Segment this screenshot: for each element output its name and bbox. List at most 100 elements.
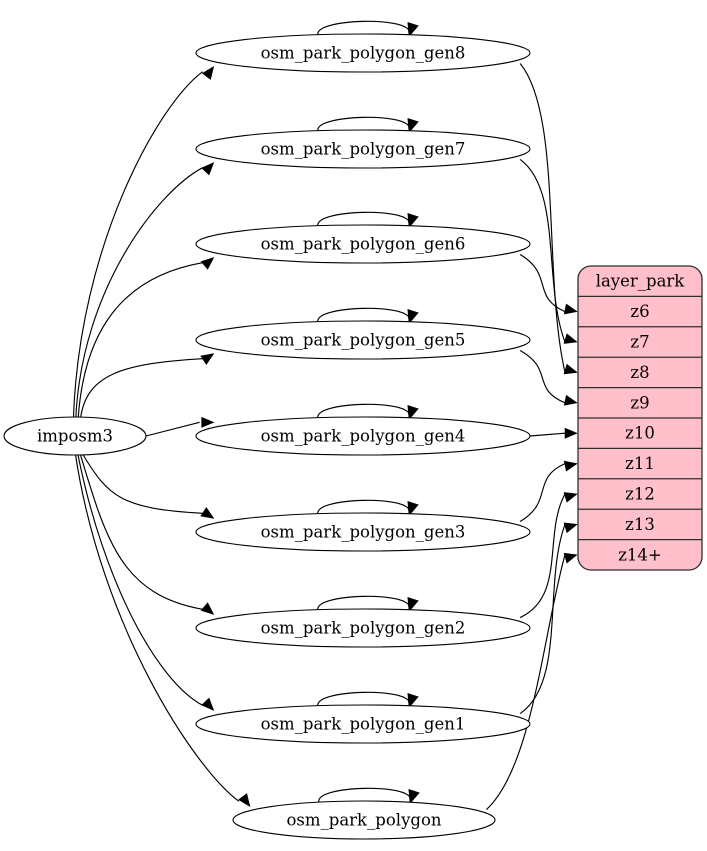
node-label: osm_park_polygon_gen2 bbox=[261, 619, 466, 638]
layer-park-row-z8[interactable]: z8 bbox=[630, 363, 649, 382]
node-imposm3[interactable]: imposm3 bbox=[3, 416, 147, 456]
edge-imposm3-to-osm_park_polygon_gen7 bbox=[75, 167, 203, 419]
node-osm_park_polygon_gen8[interactable]: osm_park_polygon_gen8 bbox=[195, 33, 531, 73]
edge-arrowhead bbox=[407, 501, 419, 517]
node-shape-ellipse bbox=[195, 224, 531, 264]
edge-arrowhead bbox=[201, 66, 215, 80]
edge-arrowhead bbox=[407, 693, 419, 709]
edge-osm_park_polygon_gen6-to-z6 bbox=[519, 253, 566, 313]
layer-park-table[interactable]: layer_park z6 z7 z8 z9 z10 z11 z12 z13 z14+ bbox=[577, 265, 703, 571]
self-loop-osm_park_polygon_gen3 bbox=[317, 499, 410, 515]
self-loop-osm_park_polygon_gen1 bbox=[317, 691, 410, 707]
edge-arrowhead bbox=[407, 309, 419, 325]
edge-arrowhead bbox=[200, 602, 215, 615]
node-shape-ellipse bbox=[195, 33, 531, 73]
node-shape-ellipse bbox=[3, 416, 147, 456]
edge-arrowhead bbox=[238, 793, 251, 807]
edge-arrowhead bbox=[201, 697, 215, 711]
edge-imposm3-to-osm_park_polygon_gen2 bbox=[79, 453, 203, 610]
edge-osm_park_polygon_gen1-to-z13 bbox=[519, 524, 566, 715]
node-shape-ellipse bbox=[195, 512, 531, 552]
node-osm_park_polygon_gen1[interactable]: osm_park_polygon_gen1 bbox=[195, 704, 531, 744]
node-shape-ellipse bbox=[195, 320, 531, 360]
edge-arrowhead bbox=[200, 353, 215, 365]
edge-arrowhead bbox=[407, 118, 419, 134]
edge-imposm3-to-osm_park_polygon_gen8 bbox=[72, 71, 203, 419]
layer-park-row-z10[interactable]: z10 bbox=[625, 424, 655, 443]
edge-imposm3-to-osm_park_polygon bbox=[74, 453, 240, 802]
edge-osm_park_polygon-to-z14+ bbox=[486, 554, 566, 810]
edge-osm_park_polygon_gen2-to-z12 bbox=[519, 493, 566, 619]
edge-arrowhead bbox=[407, 213, 419, 229]
node-osm_park_polygon_gen4[interactable]: osm_park_polygon_gen4 bbox=[195, 416, 531, 456]
layer-park-row-z9[interactable]: z9 bbox=[630, 393, 649, 412]
edge-group-self-loops bbox=[317, 20, 420, 805]
edge-arrowhead bbox=[563, 303, 578, 315]
edge-arrowhead bbox=[407, 597, 419, 613]
node-osm_park_polygon[interactable]: osm_park_polygon bbox=[232, 800, 496, 840]
edge-imposm3-to-osm_park_polygon_gen3 bbox=[82, 453, 203, 514]
edge-arrowhead bbox=[407, 22, 419, 38]
layer-park-row-z13[interactable]: z13 bbox=[625, 515, 655, 534]
node-label: osm_park_polygon_gen5 bbox=[261, 331, 466, 350]
self-loop-osm_park_polygon_gen6 bbox=[317, 211, 410, 227]
node-shape-ellipse bbox=[232, 800, 496, 840]
node-shape-ellipse bbox=[195, 129, 531, 169]
edge-imposm3-to-osm_park_polygon_gen6 bbox=[77, 262, 203, 419]
edge-osm_park_polygon_gen5-to-z9 bbox=[519, 349, 566, 404]
edge-arrowhead bbox=[563, 363, 578, 375]
edge-arrowhead bbox=[563, 394, 578, 406]
edge-group-source-to-tables bbox=[72, 66, 251, 807]
node-label: imposm3 bbox=[37, 427, 113, 446]
node-label: osm_park_polygon_gen6 bbox=[261, 235, 466, 254]
node-label: osm_park_polygon bbox=[286, 811, 441, 830]
node-osm_park_polygon_gen7[interactable]: osm_park_polygon_gen7 bbox=[195, 129, 531, 169]
layer-park-row-z11[interactable]: z11 bbox=[625, 454, 655, 473]
self-loop-osm_park_polygon_gen4 bbox=[317, 403, 410, 419]
node-label: osm_park_polygon_gen7 bbox=[261, 140, 466, 159]
edge-arrowhead bbox=[563, 492, 578, 503]
edge-arrowhead bbox=[564, 427, 578, 439]
node-osm_park_polygon_gen3[interactable]: osm_park_polygon_gen3 bbox=[195, 512, 531, 552]
edge-group-tables-to-layer bbox=[486, 63, 578, 810]
edge-arrowhead bbox=[201, 162, 215, 176]
edge-arrowhead bbox=[201, 416, 215, 428]
node-label: osm_park_polygon_gen3 bbox=[261, 523, 466, 542]
edge-osm_park_polygon_gen8-to-z8 bbox=[519, 63, 566, 373]
layer-park-row-z6[interactable]: z6 bbox=[630, 302, 649, 321]
layer-park-row-z14+[interactable]: z14+ bbox=[618, 545, 662, 564]
node-group-source: imposm3 bbox=[3, 416, 147, 456]
node-label: osm_park_polygon_gen1 bbox=[261, 715, 466, 734]
node-shape-ellipse bbox=[195, 416, 531, 456]
node-osm_park_polygon_gen2[interactable]: osm_park_polygon_gen2 bbox=[195, 608, 531, 648]
self-loop-osm_park_polygon_gen2 bbox=[317, 595, 410, 611]
self-loop-osm_park_polygon_gen5 bbox=[317, 307, 410, 323]
node-shape-ellipse bbox=[195, 608, 531, 648]
edge-arrowhead bbox=[408, 789, 420, 805]
edge-imposm3-to-osm_park_polygon_gen4 bbox=[145, 421, 200, 437]
node-shape-ellipse bbox=[195, 704, 531, 744]
node-group-layer-table: layer_park z6 z7 z8 z9 z10 z11 z12 z13 z14+ bbox=[577, 265, 703, 571]
edge-arrowhead bbox=[563, 552, 578, 564]
node-osm_park_polygon_gen6[interactable]: osm_park_polygon_gen6 bbox=[195, 224, 531, 264]
node-label: osm_park_polygon_gen8 bbox=[261, 44, 466, 63]
layer-park-row-z7[interactable]: z7 bbox=[630, 333, 649, 352]
layer-park-title: layer_park bbox=[596, 272, 686, 291]
edge-arrowhead bbox=[563, 460, 578, 472]
edge-arrowhead bbox=[563, 333, 578, 344]
self-loop-osm_park_polygon_gen7 bbox=[317, 116, 410, 132]
edge-imposm3-to-osm_park_polygon_gen1 bbox=[77, 453, 203, 706]
edge-arrowhead bbox=[407, 405, 419, 421]
edge-arrowhead bbox=[200, 507, 215, 519]
self-loop-osm_park_polygon_gen8 bbox=[317, 20, 410, 36]
layer-park-row-z12[interactable]: z12 bbox=[625, 485, 655, 504]
edge-osm_park_polygon_gen3-to-z11 bbox=[519, 463, 566, 523]
edge-imposm3-to-osm_park_polygon_gen5 bbox=[80, 358, 203, 419]
node-osm_park_polygon_gen5[interactable]: osm_park_polygon_gen5 bbox=[195, 320, 531, 360]
node-label: osm_park_polygon_gen4 bbox=[261, 427, 466, 446]
edge-osm_park_polygon_gen7-to-z7 bbox=[519, 158, 566, 343]
edge-arrowhead bbox=[200, 257, 215, 270]
self-loop-osm_park_polygon bbox=[318, 787, 411, 803]
